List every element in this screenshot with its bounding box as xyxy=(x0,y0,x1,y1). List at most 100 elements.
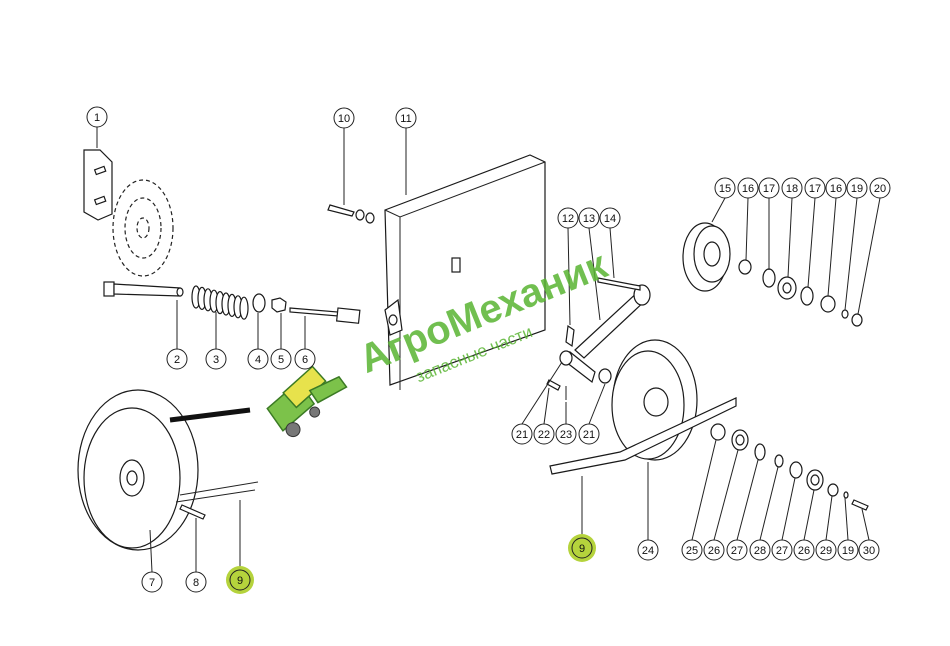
callout-11: 11 xyxy=(395,107,417,129)
spring-coil xyxy=(239,296,249,320)
callout-number: 28 xyxy=(754,545,766,557)
callout-circle xyxy=(86,106,108,128)
leader-line-15 xyxy=(711,197,726,223)
leader-line-27 xyxy=(736,459,759,541)
callout-17: 17 xyxy=(758,177,780,199)
callout-number: 11 xyxy=(400,113,411,125)
callout-15: 15 xyxy=(714,177,736,199)
callout-circle xyxy=(781,177,803,199)
bolt-part-6 xyxy=(289,307,361,324)
callout-16: 16 xyxy=(825,177,847,199)
callout-9: 9 xyxy=(568,534,596,562)
nut-part-5 xyxy=(271,297,287,313)
callout-circle xyxy=(533,423,555,445)
callout-number: 17 xyxy=(763,183,775,195)
callout-8: 8 xyxy=(185,571,207,593)
callout-9: 9 xyxy=(226,566,254,594)
plate-part-11 xyxy=(384,154,546,390)
leader-line-22 xyxy=(543,387,550,425)
callout-circle xyxy=(294,348,316,370)
callout-number: 20 xyxy=(874,183,886,195)
callout-26: 26 xyxy=(793,539,815,561)
leader-line-14 xyxy=(609,227,615,279)
leader-line-29 xyxy=(825,495,833,541)
callout-number: 8 xyxy=(193,577,199,589)
callout-circle xyxy=(511,423,533,445)
callout-10: 10 xyxy=(333,107,355,129)
callout-12: 12 xyxy=(557,207,579,229)
callout-circle xyxy=(555,423,577,445)
callout-20: 20 xyxy=(869,177,891,199)
callout-number: 16 xyxy=(742,183,754,195)
callout-30: 30 xyxy=(858,539,880,561)
pulley-part-7 xyxy=(77,389,199,551)
callout-number: 16 xyxy=(830,183,842,195)
callout-number: 18 xyxy=(786,183,798,195)
callout-13: 13 xyxy=(578,207,600,229)
leader-line-30 xyxy=(861,508,870,541)
callout-27: 27 xyxy=(726,539,748,561)
callout-21: 21 xyxy=(578,423,600,445)
callout-number: 27 xyxy=(776,545,788,557)
leader-line-19 xyxy=(844,497,849,541)
callout-6: 6 xyxy=(294,348,316,370)
leader-line-25 xyxy=(691,439,717,541)
callout-circle xyxy=(205,348,227,370)
callout-number: 15 xyxy=(719,183,731,195)
callout-14: 14 xyxy=(599,207,621,229)
callout-number: 19 xyxy=(851,183,863,195)
callout-3: 3 xyxy=(205,348,227,370)
spring-part-3 xyxy=(191,285,249,320)
callout-26: 26 xyxy=(703,539,725,561)
callout-circle xyxy=(578,423,600,445)
callout-circle xyxy=(758,177,780,199)
callout-circle xyxy=(571,537,593,559)
leader-line-16 xyxy=(745,197,749,261)
leader-line-18 xyxy=(787,197,793,278)
callout-circle xyxy=(771,539,793,561)
callout-1: 1 xyxy=(86,106,108,128)
parts-drawing xyxy=(77,149,869,551)
leader-lines xyxy=(96,127,881,573)
callout-circle xyxy=(166,348,188,370)
belt-part-9-right xyxy=(549,397,737,475)
callout-number: 29 xyxy=(820,545,832,557)
callout-18: 18 xyxy=(781,177,803,199)
callout-circle xyxy=(681,539,703,561)
callout-17: 17 xyxy=(804,177,826,199)
callout-circle xyxy=(247,348,269,370)
callout-circle xyxy=(737,177,759,199)
callout-number: 5 xyxy=(278,354,284,366)
hardware-stack-25-30 xyxy=(710,423,869,511)
callout-number: 26 xyxy=(708,545,720,557)
bolt-part-8 xyxy=(179,504,206,520)
pin-part-12 xyxy=(565,324,575,348)
callout-28: 28 xyxy=(749,539,771,561)
callout-number: 26 xyxy=(798,545,810,557)
callout-19: 19 xyxy=(837,539,859,561)
leader-line-28 xyxy=(759,466,779,541)
callout-4: 4 xyxy=(247,348,269,370)
combine-harvester-logo-icon xyxy=(266,365,348,438)
callout-number: 22 xyxy=(538,429,550,441)
shaft-part-2 xyxy=(103,281,184,297)
callout-circle xyxy=(858,539,880,561)
callout-circle xyxy=(714,177,736,199)
belt-part-9-left xyxy=(169,407,259,503)
callout-16: 16 xyxy=(737,177,759,199)
leader-line-13 xyxy=(588,227,601,321)
leader-line-12 xyxy=(567,227,571,326)
callout-circle xyxy=(793,539,815,561)
leader-line-26 xyxy=(803,489,815,541)
leader-line-27 xyxy=(781,477,796,541)
callout-number: 7 xyxy=(149,577,155,589)
leader-line-21 xyxy=(521,361,563,425)
callout-circle xyxy=(637,539,659,561)
leader-line-16 xyxy=(827,197,837,297)
callout-circle xyxy=(229,569,251,591)
callout-circle xyxy=(395,107,417,129)
callout-22: 22 xyxy=(533,423,555,445)
callout-number: 12 xyxy=(562,213,574,225)
callout-number: 10 xyxy=(338,113,350,125)
callout-24: 24 xyxy=(637,539,659,561)
